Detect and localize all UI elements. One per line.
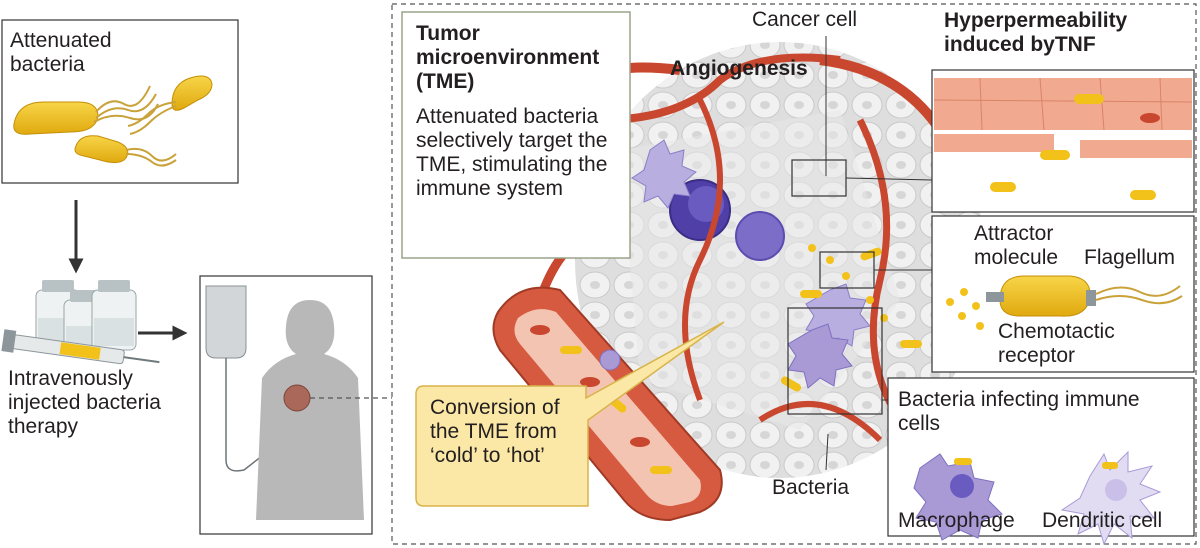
vial-icon — [91, 280, 137, 351]
tme-body: Attenuated bacteria selectively target t… — [416, 105, 608, 200]
macrophage-icon — [913, 453, 1003, 541]
dendritic-cell-icon — [1060, 450, 1162, 546]
angiogenesis-label: Angiogenesis — [670, 57, 808, 80]
infecting-title: Bacteria infecting immune cells — [898, 388, 1140, 435]
conversion-callout — [415, 321, 725, 507]
dendritic-cell-label: Dendritic cell — [1042, 509, 1163, 532]
conversion-label: Conversion of the TME from ‘cold’ to ‘ho… — [430, 396, 560, 467]
tme-textbox — [401, 11, 631, 259]
human-silhouette-icon — [256, 300, 364, 520]
receptor-label: Chemotactic receptor — [998, 320, 1115, 367]
tme-title: Tumor microenvironment (TME) — [416, 22, 600, 93]
pointer-line — [825, 433, 829, 471]
syringe-icon — [1, 329, 160, 365]
cancer-cell-label: Cancer cell — [752, 8, 858, 31]
bacteria-label: Bacteria — [772, 476, 850, 499]
tme-frame — [391, 3, 1197, 545]
zoom-square — [787, 307, 883, 415]
iv-bag-icon — [205, 285, 263, 472]
zoom-line — [845, 177, 933, 181]
hyperpermeability-title: Hyperpermeability induced byTNF — [944, 9, 1128, 56]
attractor-label: Attractor molecule — [974, 222, 1059, 269]
vessel-wall-illustration — [933, 77, 1193, 200]
macrophage-label: Macrophage — [898, 509, 1015, 532]
bacteria-icon — [13, 85, 159, 135]
bacteria-icon — [127, 75, 213, 135]
attenuated-bacteria-label: Attenuated bacteria — [10, 29, 112, 76]
tumor-marker — [283, 384, 311, 412]
tumor-vessel — [819, 55, 945, 133]
flagellum-label: Flagellum — [1084, 246, 1176, 269]
bacteria-icon — [74, 135, 177, 167]
injection-label: Intravenously injected bacteria therapy — [8, 367, 161, 438]
chemotaxis-bacterium-icon — [946, 275, 1183, 330]
